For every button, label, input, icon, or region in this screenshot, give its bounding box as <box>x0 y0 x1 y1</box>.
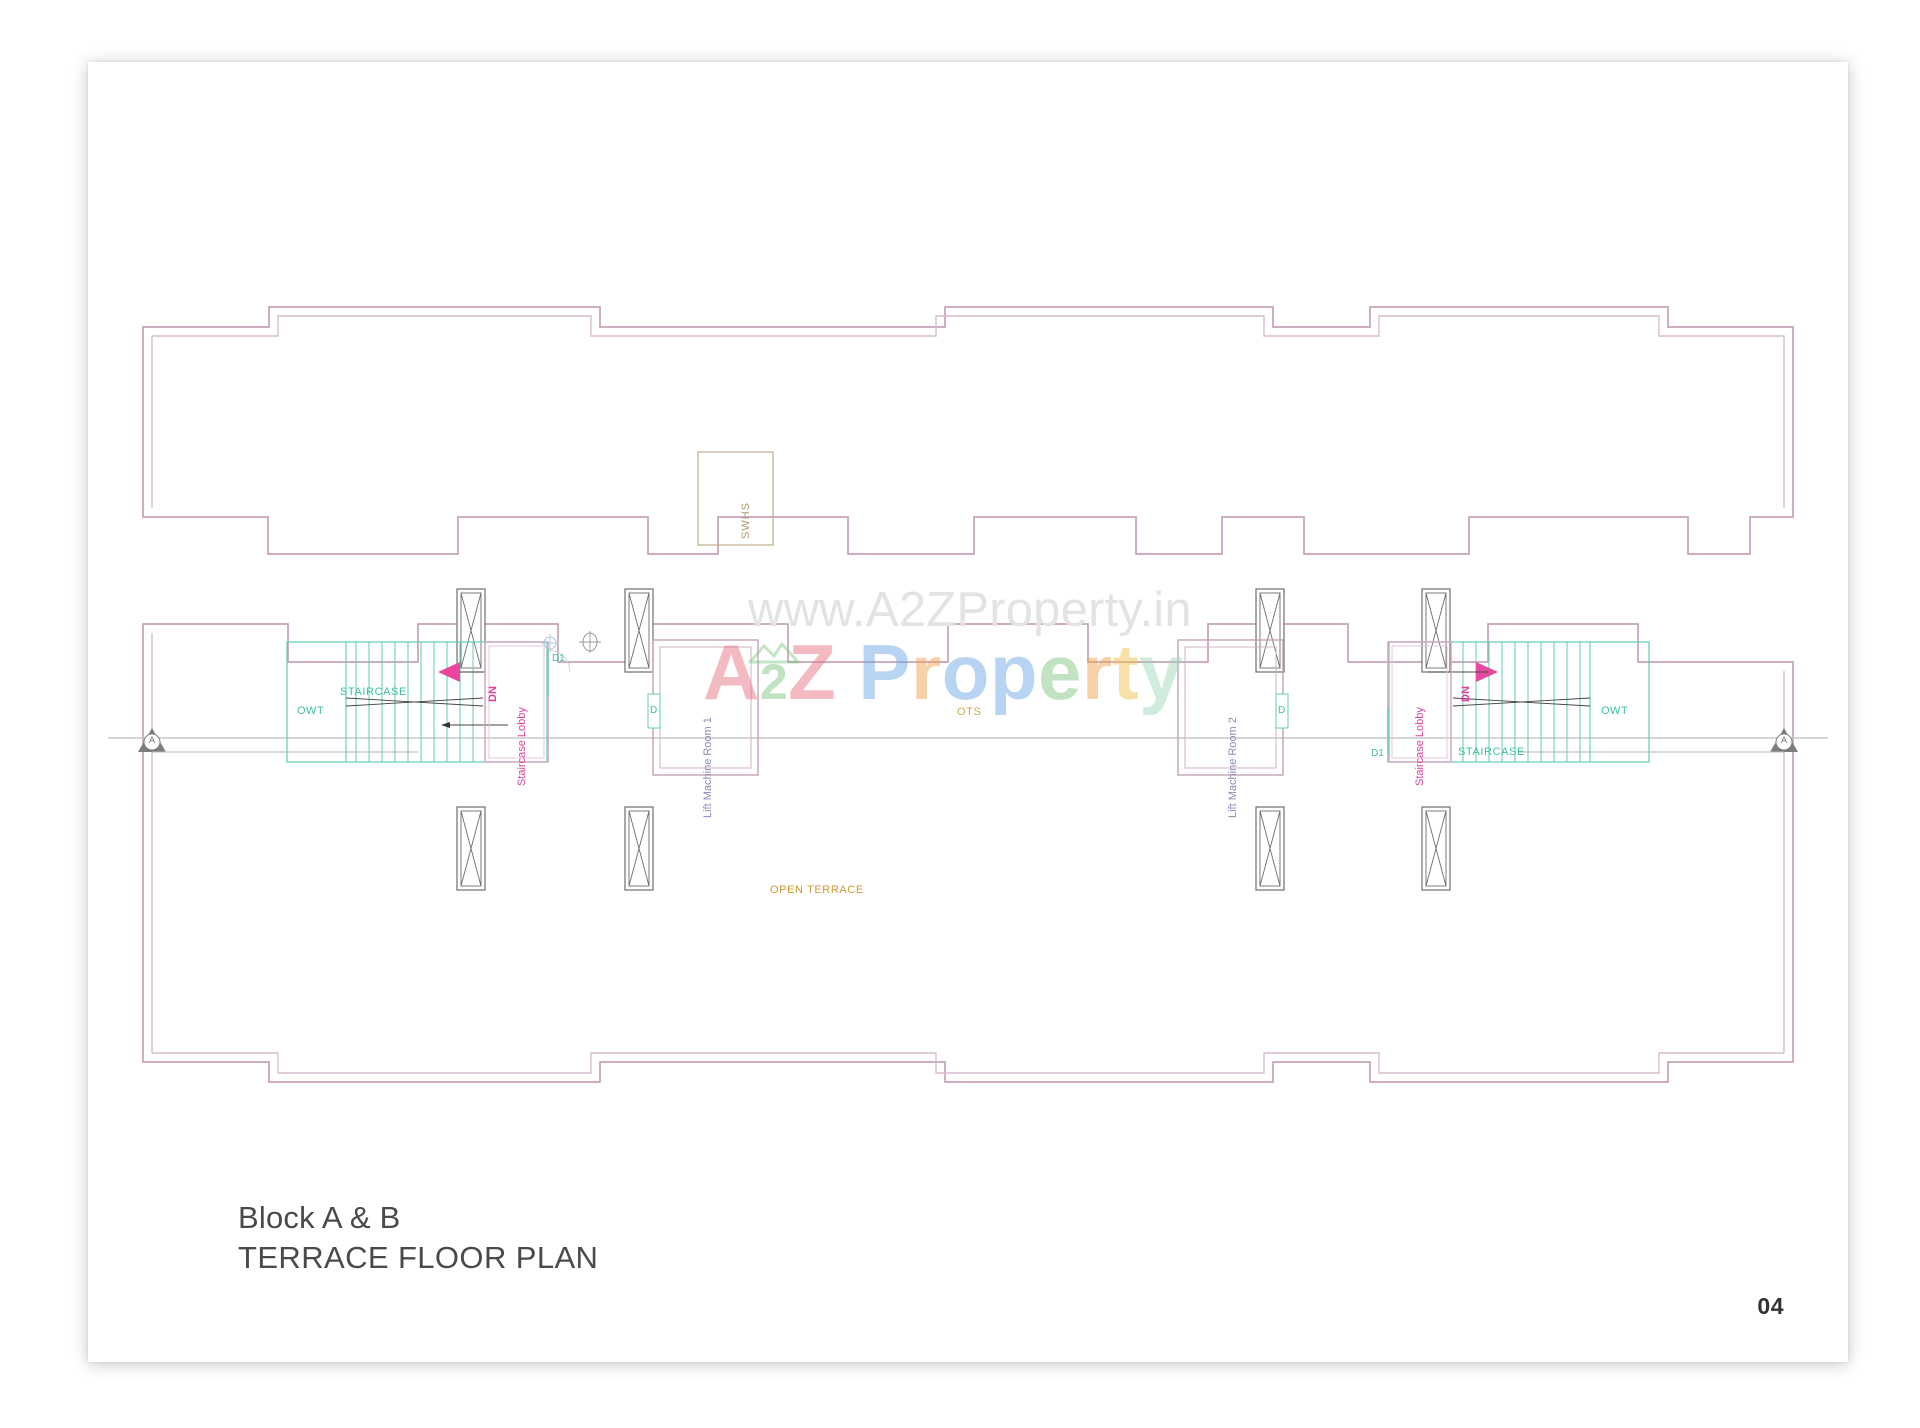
staircase-block-right <box>1388 641 1650 763</box>
title-block-line-1: Block A & B <box>238 1200 401 1235</box>
grid-mark-center-left <box>579 631 601 653</box>
swhs-box <box>697 451 774 546</box>
page-number: 04 <box>1757 1293 1784 1319</box>
column-right-lower <box>1421 806 1451 891</box>
terrace-outer-wall <box>142 623 1794 1083</box>
title-block-line-2: TERRACE FLOOR PLAN <box>238 1240 599 1275</box>
column-right-upper <box>1421 588 1451 673</box>
lift-machine-room-1 <box>647 639 759 776</box>
building-outer-wall <box>142 306 1794 555</box>
staircase-lobby-right <box>1387 641 1452 763</box>
terrace-inner-wall-bottom <box>152 1052 1784 1074</box>
staircase-block-left <box>286 641 548 763</box>
section-marker-left <box>138 728 418 753</box>
column-center-left-upper <box>624 588 654 673</box>
lift-machine-room-2 <box>1177 639 1289 776</box>
column-center-right-lower <box>1255 806 1285 891</box>
floorplan-drawing <box>108 306 1828 1083</box>
column-left-lower <box>456 806 486 891</box>
door-d1-left <box>547 649 571 697</box>
column-left-upper <box>456 588 486 673</box>
column-center-left-lower <box>624 806 654 891</box>
title-block: Block A & B TERRACE FLOOR PLAN <box>238 1198 598 1278</box>
building-inner-wall-top <box>152 315 1785 508</box>
grid-mark-left <box>541 634 559 652</box>
column-center-right-upper <box>1255 588 1285 673</box>
staircase-lobby-left <box>484 641 549 763</box>
section-marker-right <box>1518 728 1798 753</box>
